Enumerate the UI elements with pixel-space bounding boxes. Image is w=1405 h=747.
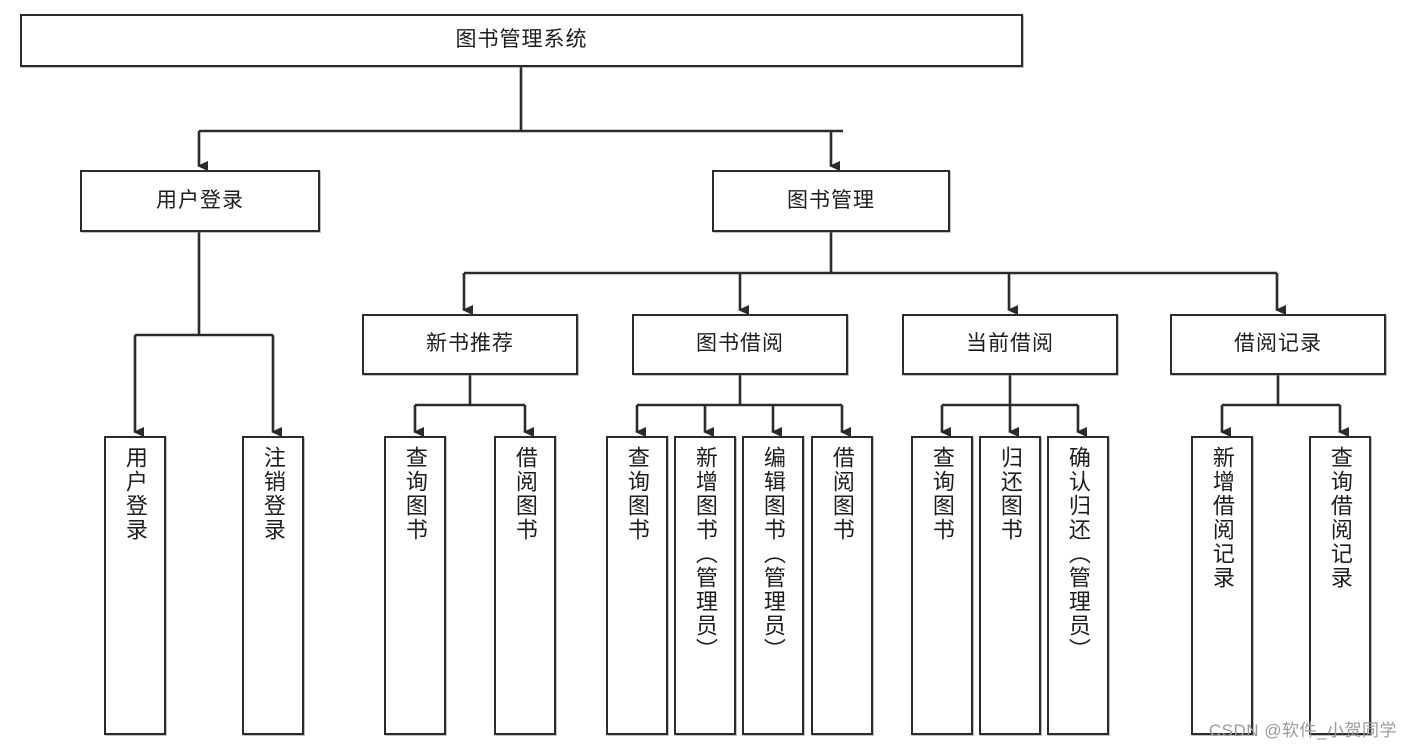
csdn-watermark: CSDN @软件_小贺同学 — [1208, 721, 1397, 740]
leaf-borrow-add-book-admin[interactable]: 新增图书（管理员） — [674, 436, 736, 735]
leaf-borrow-borrow-book[interactable]: 借阅图书 — [811, 436, 873, 735]
leaf-user-login-logout[interactable]: 注销登录 — [242, 436, 304, 735]
node-borrow-record[interactable]: 借阅记录 — [1170, 314, 1386, 375]
leaf-current-query-book[interactable]: 查询图书 — [911, 436, 973, 735]
node-root-system[interactable]: 图书管理系统 — [20, 14, 1023, 67]
node-book-management[interactable]: 图书管理 — [712, 170, 950, 232]
leaf-label: 借阅图书 — [829, 446, 855, 542]
node-book-borrow[interactable]: 图书借阅 — [632, 314, 848, 375]
leaf-recommend-query-book[interactable]: 查询图书 — [384, 436, 446, 735]
leaf-label: 编辑图书（管理员） — [760, 446, 786, 662]
leaf-label: 确认归还（管理员） — [1065, 446, 1091, 662]
node-label: 图书管理系统 — [455, 28, 588, 52]
node-label: 图书借阅 — [696, 332, 784, 356]
leaf-label: 新增图书（管理员） — [692, 446, 718, 662]
leaf-borrow-edit-book-admin[interactable]: 编辑图书（管理员） — [742, 436, 804, 735]
leaf-record-add-record[interactable]: 新增借阅记录 — [1191, 436, 1253, 735]
leaf-label: 借阅图书 — [512, 446, 538, 542]
node-new-book-recommend[interactable]: 新书推荐 — [362, 314, 578, 375]
leaf-current-confirm-return-admin[interactable]: 确认归还（管理员） — [1047, 436, 1109, 735]
leaf-user-login-login[interactable]: 用户登录 — [104, 436, 166, 735]
leaf-label: 归还图书 — [997, 446, 1023, 542]
leaf-record-query-record[interactable]: 查询借阅记录 — [1309, 436, 1371, 735]
leaf-label: 查询图书 — [402, 446, 428, 542]
leaf-label: 注销登录 — [260, 446, 286, 542]
node-label: 借阅记录 — [1234, 332, 1322, 356]
leaf-borrow-query-book[interactable]: 查询图书 — [606, 436, 668, 735]
node-label: 当前借阅 — [966, 332, 1054, 356]
leaf-recommend-borrow-book[interactable]: 借阅图书 — [494, 436, 556, 735]
leaf-label: 查询图书 — [929, 446, 955, 542]
leaf-current-return-book[interactable]: 归还图书 — [979, 436, 1041, 735]
node-user-login[interactable]: 用户登录 — [80, 170, 320, 232]
node-label: 图书管理 — [787, 188, 875, 212]
leaf-label: 查询借阅记录 — [1327, 446, 1353, 590]
node-current-borrow[interactable]: 当前借阅 — [902, 314, 1118, 375]
leaf-label: 新增借阅记录 — [1209, 446, 1235, 590]
leaf-label: 查询图书 — [624, 446, 650, 542]
node-label: 新书推荐 — [426, 332, 514, 356]
node-label: 用户登录 — [156, 188, 244, 212]
leaf-label: 用户登录 — [122, 446, 148, 542]
